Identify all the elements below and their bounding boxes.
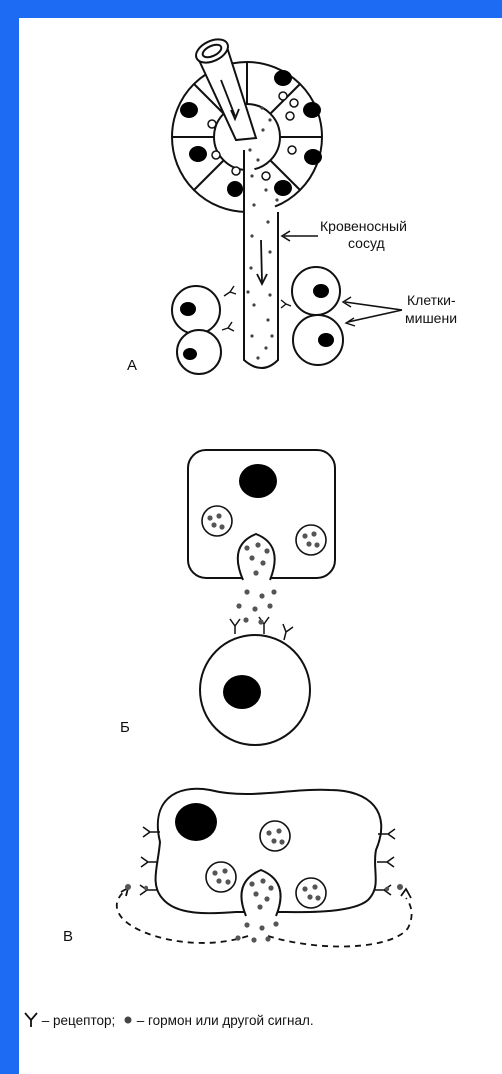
label-target-cells-2: мишени (405, 310, 457, 326)
panel-c-signal-dots (125, 828, 403, 943)
legend-receptor-text: – рецептор; (41, 1012, 116, 1028)
label-target-cells-1: Клетки- (407, 292, 456, 308)
panel-a-label: А (127, 357, 137, 374)
receptor-icon (24, 1012, 38, 1028)
panel-c-label: В (63, 928, 73, 945)
panel-c-autocrine (115, 787, 413, 948)
exocytosis-vesicle (240, 868, 282, 917)
legend-hormone-text: – гормон или другой сигнал. (136, 1012, 314, 1028)
label-blood-vessel-2: сосуд (348, 235, 385, 251)
label-blood-vessel-1: Кровеносный (320, 218, 407, 234)
hormone-dot-icon (124, 1016, 132, 1024)
panel-b-paracrine (187, 449, 336, 746)
target-cell (171, 285, 221, 335)
panel-b-label: Б (120, 719, 130, 736)
legend: – рецептор; – гормон или другой сигнал. (24, 1012, 314, 1028)
panel-a-endocrine (171, 38, 403, 375)
panel-b-signal-dots (207, 513, 320, 625)
target-cell (176, 329, 222, 375)
